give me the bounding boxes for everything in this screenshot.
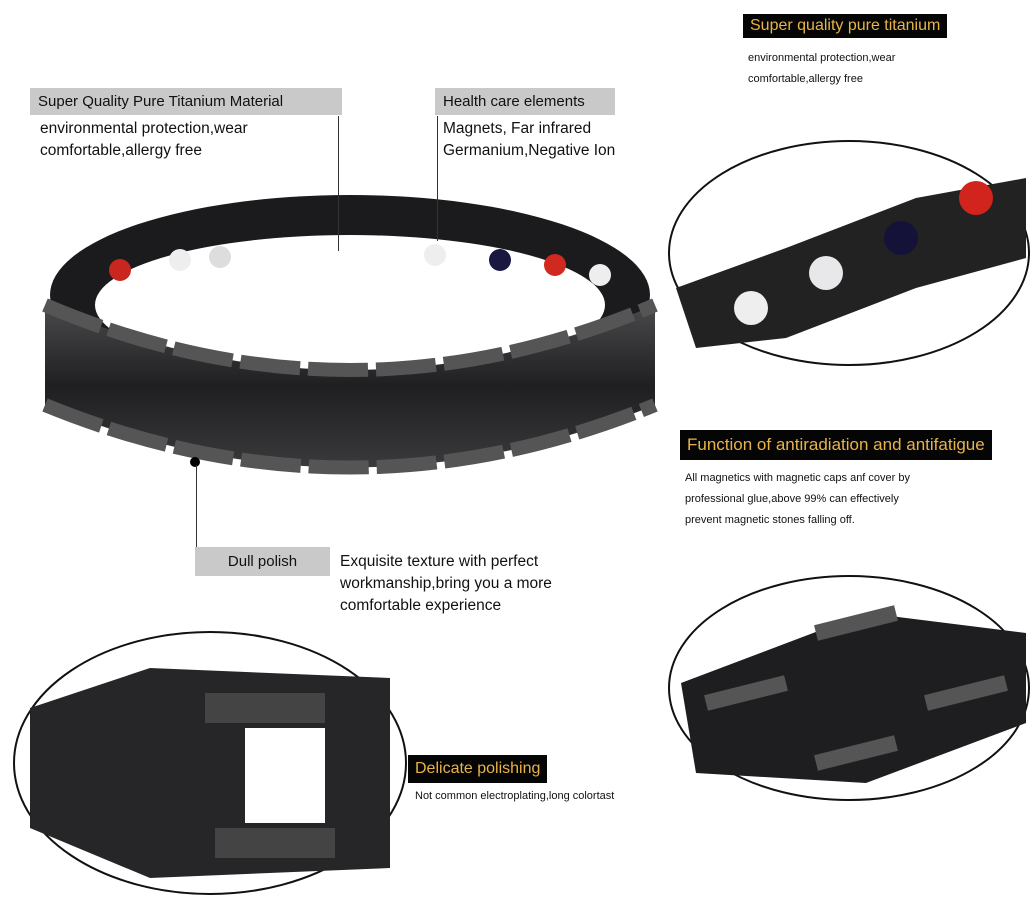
label-text-function: All magnetics with magnetic caps anf cov… bbox=[685, 468, 910, 531]
label-title-top-right: Super quality pure titanium bbox=[743, 14, 948, 38]
text-line: Magnets, Far infrared bbox=[443, 120, 592, 137]
label-text-dull-polish: Exquisite texture with perfect workmansh… bbox=[340, 551, 552, 617]
pointer-line bbox=[437, 116, 438, 241]
text-line: professional glue,above 99% can effectiv… bbox=[685, 493, 899, 505]
label-title-material: Super Quality Pure Titanium Material bbox=[30, 88, 342, 115]
text-line: Exquisite texture with perfect bbox=[340, 553, 539, 570]
text-line: comfortable experience bbox=[340, 597, 502, 614]
text-line: environmental protection,wear bbox=[748, 52, 896, 64]
text-line: comfortable,allergy free bbox=[748, 73, 863, 85]
text-line: Germanium,Negative Ion bbox=[443, 142, 616, 159]
text-line: comfortable,allergy free bbox=[40, 142, 202, 159]
label-text-polishing: Not common electroplating,long colortast bbox=[415, 790, 615, 802]
text-line: prevent magnetic stones falling off. bbox=[685, 514, 855, 526]
closeup-clasp-image bbox=[13, 631, 407, 895]
closeup-magnets-image bbox=[668, 140, 1030, 366]
label-title-function: Function of antiradiation and antifatigu… bbox=[680, 430, 992, 460]
text-line: workmanship,bring you a more bbox=[340, 575, 552, 592]
pointer-line bbox=[338, 116, 339, 251]
label-text-top-right: environmental protection,wear comfortabl… bbox=[748, 48, 895, 90]
bracelet-image bbox=[42, 195, 658, 475]
label-title-polishing: Delicate polishing bbox=[408, 755, 548, 783]
label-text-health: Magnets, Far infrared Germanium,Negative… bbox=[443, 118, 615, 162]
label-text-material: environmental protection,wear comfortabl… bbox=[40, 118, 248, 162]
text-line: environmental protection,wear bbox=[40, 120, 248, 137]
label-title-health: Health care elements bbox=[435, 88, 615, 115]
pointer-line bbox=[196, 465, 197, 549]
closeup-links-image bbox=[668, 575, 1030, 801]
text-line: All magnetics with magnetic caps anf cov… bbox=[685, 472, 910, 484]
label-title-dull-polish: Dull polish bbox=[195, 547, 330, 576]
